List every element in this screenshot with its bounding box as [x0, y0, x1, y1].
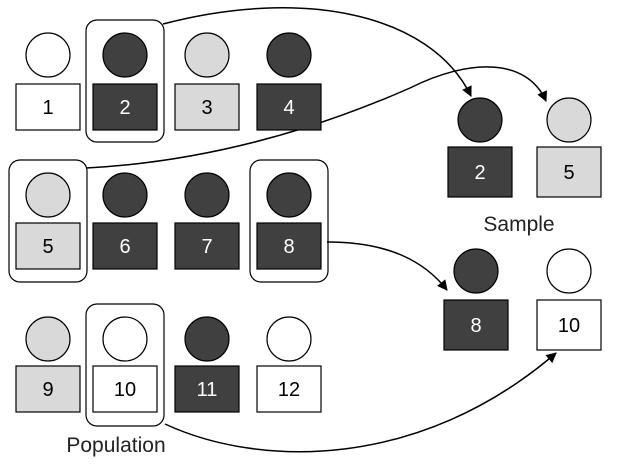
population-member-box-2: [92, 83, 158, 131]
sample-member-box-10: [536, 299, 602, 351]
population-member-head-2: [102, 32, 148, 78]
population-member-10: 10: [92, 316, 158, 413]
selection-highlights: [8, 19, 329, 427]
sample-member-box-2: [447, 146, 513, 198]
sample-member-5: 5: [536, 97, 602, 198]
population-member-number-5: 5: [42, 236, 53, 258]
population-member-head-3: [184, 32, 230, 78]
population-member-number-4: 4: [283, 97, 294, 119]
population-member-6: 6: [92, 172, 158, 270]
population-member-1: 1: [15, 32, 81, 131]
population-member-box-3: [174, 83, 240, 131]
population-member-box-5: [15, 222, 81, 270]
population-member-head-11: [184, 316, 230, 362]
population-member-head-12: [266, 316, 312, 362]
population-member-4: 4: [256, 32, 322, 131]
sample-member-number-5: 5: [563, 162, 574, 184]
selected-outline-2: [85, 19, 165, 143]
sample-member-head-8: [453, 248, 499, 294]
population-member-head-8: [266, 172, 312, 218]
population-member-head-7: [184, 172, 230, 218]
population-member-number-9: 9: [42, 379, 53, 401]
sample-label: Sample: [483, 213, 554, 236]
sampling-arrow-2: [162, 7, 472, 97]
sampling-arrow-8: [326, 241, 448, 291]
sampling-arrow-10: [164, 352, 557, 453]
sample-member-head-2: [457, 97, 503, 143]
population-member-number-7: 7: [201, 236, 212, 258]
population-member-9: 9: [15, 316, 81, 413]
population-member-box-4: [256, 83, 322, 131]
population-member-head-6: [102, 172, 148, 218]
population-member-3: 3: [174, 32, 240, 131]
population-member-box-9: [15, 365, 81, 413]
population-member-number-11: 11: [197, 379, 218, 401]
population-member-number-10: 10: [114, 379, 136, 401]
population-member-number-3: 3: [201, 97, 212, 119]
population-member-box-11: [174, 365, 240, 413]
population-member-box-7: [174, 222, 240, 270]
sample-member-box-8: [443, 299, 509, 351]
population-member-box-12: [256, 365, 322, 413]
population-member-5: 5: [15, 172, 81, 270]
sample-member-number-8: 8: [470, 315, 481, 337]
population-member-box-1: [15, 83, 81, 131]
population-member-box-6: [92, 222, 158, 270]
population-member-11: 11: [174, 316, 240, 413]
population-member-head-4: [266, 32, 312, 78]
population-member-number-12: 12: [278, 379, 300, 401]
sample-member-box-5: [536, 146, 602, 198]
population-member-head-5: [25, 172, 71, 218]
population-member-box-10: [92, 365, 158, 413]
selected-outline-8: [249, 159, 329, 283]
sample-member-10: 10: [536, 248, 602, 351]
sample-member-number-2: 2: [474, 162, 485, 184]
sampling-arrows: [85, 7, 557, 453]
selected-outline-10: [85, 303, 165, 427]
population-member-head-10: [102, 316, 148, 362]
sampling-arrow-5: [85, 66, 547, 169]
population-member-head-1: [25, 32, 71, 78]
population-member-head-9: [25, 316, 71, 362]
sample-member-head-10: [546, 248, 592, 294]
sample-group: 2 5 8 10: [443, 97, 602, 351]
population-member-number-8: 8: [283, 236, 294, 258]
population-member-number-2: 2: [119, 97, 130, 119]
sample-member-8: 8: [443, 248, 509, 351]
sample-member-number-10: 10: [558, 315, 580, 337]
population-member-box-8: [256, 222, 322, 270]
population-member-8: 8: [256, 172, 322, 270]
selected-outline-5: [8, 159, 88, 283]
sample-member-2: 2: [447, 97, 513, 198]
population-member-number-6: 6: [119, 236, 130, 258]
population-member-7: 7: [174, 172, 240, 270]
population-label: Population: [66, 434, 165, 457]
population-member-12: 12: [256, 316, 322, 413]
sample-member-head-5: [546, 97, 592, 143]
population-member-2: 2: [92, 32, 158, 131]
population-member-number-1: 1: [42, 97, 53, 119]
